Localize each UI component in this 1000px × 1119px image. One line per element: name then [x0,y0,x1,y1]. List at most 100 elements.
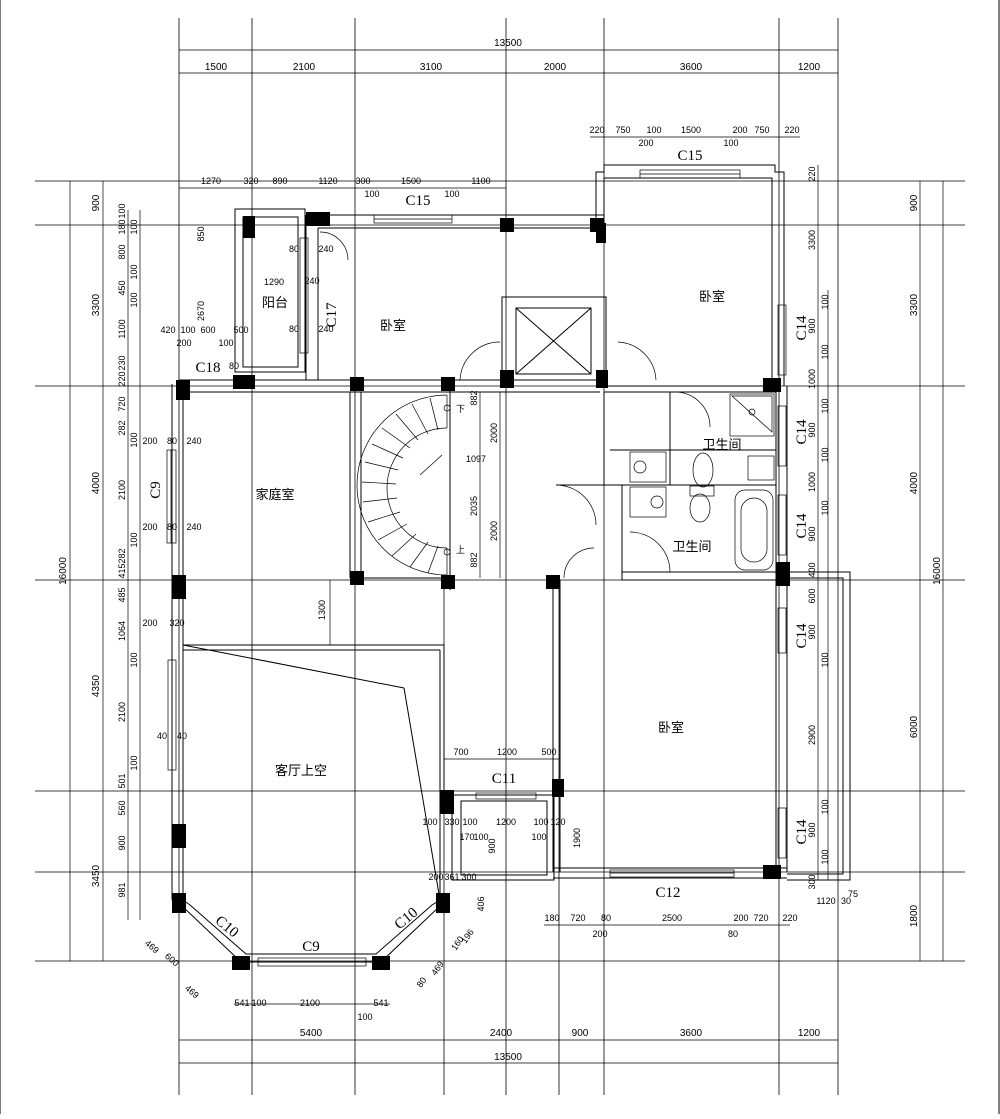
left-inner-dimensions: 100 180 100 800 100 450 100 1100 230 220… [117,203,141,920]
dim-right-inner-27: 30 [841,896,851,906]
dim-right-inner-3: 100 [820,294,830,309]
room-label-bedroom-top-left: 卧室 [380,318,406,333]
dim-c12-1: 720 [570,913,585,923]
window-label-c14-a: C14 [794,315,810,341]
dim-right-inner-25: 300 [807,874,817,889]
right-dimensions: 900 3300 4000 6000 1800 16000 [909,181,944,961]
dim-left-inner-7: 100 [129,292,139,307]
spiral-staircase [356,394,451,576]
dim-balcony-9: 600 [200,325,215,335]
dim-c11-1200v: 900 [487,838,497,853]
dim-bottom-3: 900 [572,1028,589,1039]
dim-right-1: 900 [909,194,920,211]
door-swings [319,231,711,579]
dim-stair-2: 1097 [466,454,486,464]
dim-c15-top-2: 100 [646,125,661,135]
dim-c15-top-3: 1500 [681,125,701,135]
dim-right-5: 1800 [909,904,920,927]
dim-right-inner-7: 100 [820,398,830,413]
dim-c9-sub-0: 100 [357,1012,372,1022]
room-label-bathroom-upper: 卫生间 [702,437,741,452]
dim-right-inner-1: 220 [807,166,817,181]
dim-left-inner-18: 485 [117,587,127,602]
dim-top-5: 3600 [680,62,703,73]
dim-left-1: 900 [91,194,102,211]
dim-left-inner-13: 100 [129,432,139,447]
dim-right-inner-15: 900 [807,526,817,541]
room-label-bedroom-bottom-right: 卧室 [658,720,684,735]
dim-family-5: 240 [186,522,201,532]
dim-right-inner-4: 900 [807,318,817,333]
walls [171,164,851,963]
dim-right-inner-6: 1000 [807,369,817,389]
window-label-c17: C17 [324,302,340,328]
dim-c12-0: 180 [544,913,559,923]
room-label-family-room: 家庭室 [255,487,294,502]
dim-left-inner-9: 230 [117,355,127,370]
dim-c15-top-sub-1: 100 [723,138,738,148]
room-label-bathroom-lower: 卫生间 [672,539,711,554]
window-label-c18: C18 [195,360,220,376]
dim-c11-0: 700 [453,747,468,757]
dim-left-inner-25: 900 [117,835,127,850]
dim-c15-top-sub-0: 200 [638,138,653,148]
dim-right-inner-14: 100 [820,500,830,515]
window-label-c14-b: C14 [794,419,810,445]
window-label-c9-bottom: C9 [302,939,320,955]
dim-c11-row2-5: 120 [550,817,565,827]
dim-bay-right-469: 80 [415,975,429,989]
dim-right-inner-18: 900 [807,624,817,639]
dim-left-inner-5: 100 [129,264,139,279]
dim-left-inner-10: 220 [117,371,127,386]
dim-left-5: 3450 [91,864,102,887]
dim-stair-0: 882 [469,390,479,405]
balcony-dimensions: 80 240 1290 240 2670 850 80 240 420 100 … [160,226,333,371]
dim-right-inner-9: 100 [820,447,830,462]
dim-left-inner-8: 1100 [117,319,127,338]
dim-right-inner-26: 1120 [816,896,835,906]
window-label-c12: C12 [655,885,680,901]
dim-right-inner-17: 600 [807,588,817,603]
dim-left-inner-23: 501 [117,773,127,788]
left-dimensions: 16000 900 3300 4000 4350 3450 [58,181,104,961]
dim-family-0: 200 [142,436,157,446]
dim-bay-left-469a: 469 [143,938,161,955]
dim-left-inner-11: 720 [117,396,127,411]
dim-bay-left-469b: 469 [183,983,201,1000]
dim-right-inner-5: 100 [820,344,830,359]
dim-c11-200: 200 [428,872,443,882]
dim-c12-3: 2500 [662,913,682,923]
dim-family-8: 40 [157,731,167,741]
dim-right-inner-22: 100 [820,799,830,814]
dim-left-inner-22: 100 [129,755,139,770]
dim-c11-row2-4: 100 [533,817,548,827]
bathroom-fixtures [629,393,775,571]
dim-c11-361: 361 [444,872,459,882]
dim-c15-mid-4: 300 [355,176,370,186]
dim-right-inner-28: 75 [848,889,858,899]
dim-stair-6: 1300 [317,600,327,620]
dim-left-inner-19: 1064 [117,621,127,641]
c15-top-dimensions: 220 750 100 1500 200 750 220 200 100 [589,125,800,148]
dim-left-inner-2: 100 [129,219,139,234]
dim-c15-mid-2: 890 [272,176,287,186]
dim-c15-mid-5: 1500 [401,176,421,186]
dim-balcony-7: 420 [160,325,175,335]
dim-balcony-8: 100 [180,325,195,335]
c12-dimensions: 180 720 80 2500 200 720 220 200 80 [544,913,798,939]
dim-bottom-total: 13500 [494,1052,522,1063]
dim-left-total: 16000 [58,557,69,585]
room-label-living-void: 客厅上空 [275,763,327,778]
dim-balcony-0: 80 [289,244,299,254]
windows [166,169,787,967]
dim-top-3: 3100 [420,62,443,73]
bottom-dimensions: 5400 2400 900 3600 1200 13500 [179,1028,838,1064]
dim-c11-2: 500 [541,747,556,757]
dim-bay-left-600: 600 [163,951,181,968]
dim-right-total: 16000 [932,557,943,585]
dim-left-2: 3300 [91,293,102,316]
c15-mid-dimensions: 1270 320 890 1120 300 1500 1100 100 100 [179,176,506,199]
dim-left-inner-20: 100 [129,652,139,667]
window-label-c14-d: C14 [794,623,810,649]
